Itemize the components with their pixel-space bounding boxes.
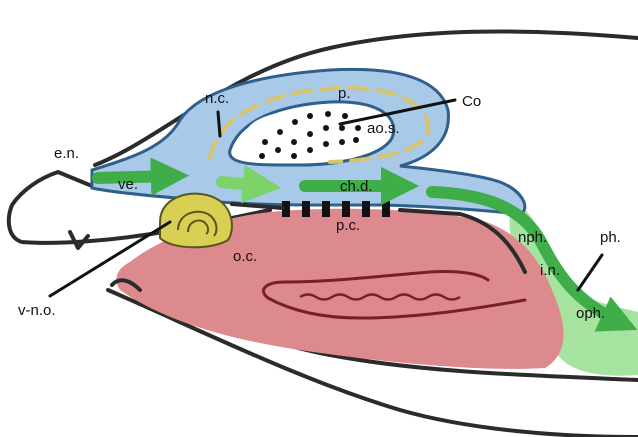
airflow-arrow-vestibule (92, 157, 190, 196)
label-aos: ao.s. (367, 120, 400, 137)
vomeronasal-organ (159, 192, 233, 249)
label-pc: p.c. (336, 217, 360, 234)
label-en: e.n. (54, 145, 79, 162)
head-upper-outline (93, 29, 638, 167)
airflow-arrow-pharynx (426, 186, 638, 332)
label-in: i.n. (540, 262, 560, 279)
jaw-outer-outline (106, 288, 638, 437)
lip-mark (110, 278, 142, 292)
label-ve: ve. (118, 176, 138, 193)
jaw-tick (68, 230, 90, 250)
tongue-wave (299, 293, 461, 301)
leader-ph (576, 253, 604, 292)
label-p: p. (338, 85, 351, 102)
label-oph: oph. (576, 305, 605, 322)
snout-outline (6, 170, 272, 245)
leader-co (338, 98, 457, 126)
label-oc: o.c. (233, 248, 257, 265)
oral-cavity-region (116, 208, 564, 369)
label-vno: v-n.o. (18, 302, 56, 319)
label-chd: ch.d. (340, 178, 373, 195)
label-co: Co (462, 93, 481, 110)
tongue-outline (262, 270, 527, 320)
dashed-airflow (208, 85, 431, 164)
concha-dots (259, 111, 361, 159)
label-ph: ph. (600, 229, 621, 246)
label-nc: n.c. (205, 90, 229, 107)
airflow-arrow-light (216, 164, 282, 204)
palate-line (230, 202, 527, 274)
leader-vno (48, 220, 172, 298)
palate-bars (282, 201, 390, 217)
leader-nc (216, 110, 222, 138)
label-nph: nph. (518, 229, 547, 246)
